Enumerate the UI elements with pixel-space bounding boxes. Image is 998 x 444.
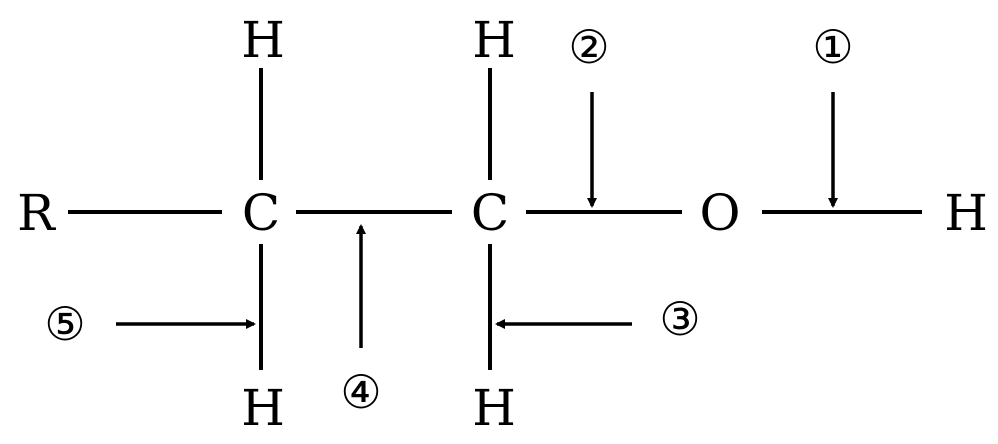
atom-r: R xyxy=(17,184,56,242)
bond-label-5: ⑤ xyxy=(44,297,85,351)
atom-h-c1-bottom: H xyxy=(241,379,285,437)
bond-label-4: ④ xyxy=(340,365,381,419)
atom-h-c1-top: H xyxy=(241,11,285,69)
atom-c1: C xyxy=(242,184,280,242)
bond-label-1: ① xyxy=(812,20,853,74)
bond-label-2: ② xyxy=(568,20,609,74)
bond-label-3: ③ xyxy=(659,292,700,346)
atom-h-c2-top: H xyxy=(472,11,516,69)
atom-h-hydroxyl: H xyxy=(944,184,988,242)
atom-c2: C xyxy=(471,184,509,242)
atom-o: O xyxy=(700,184,741,242)
atom-h-c2-bottom: H xyxy=(472,379,516,437)
